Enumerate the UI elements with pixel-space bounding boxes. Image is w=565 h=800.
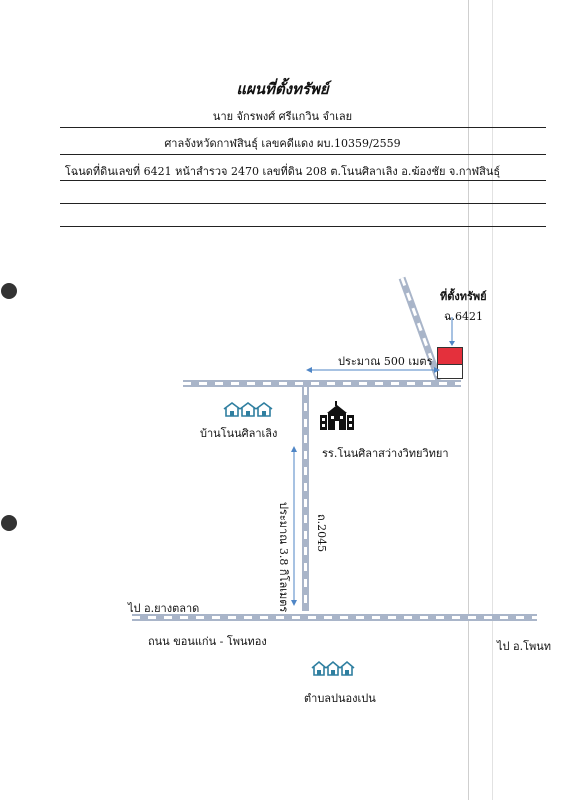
vertical-distance-arrow: [291, 446, 297, 606]
rule-line: [60, 203, 546, 204]
village-label: บ้านโนนศิลาเลิง: [200, 427, 278, 440]
horizontal-distance-label: ประมาณ 500 เมตร: [338, 355, 433, 368]
lane-to-property: [398, 276, 443, 382]
school-label: รร.โนนศิลาสว่างวิทยวิทยา: [322, 447, 449, 460]
vertical-distance-label: ประมาณ 3.8 กิโลเมตร: [277, 502, 290, 613]
subdistrict-houses-icon: [311, 660, 355, 676]
to-phon-thong-label: ไป อ.โพนท: [497, 640, 552, 653]
rule-line: [60, 154, 546, 155]
property-arrow: [449, 317, 455, 346]
rule-line: [60, 226, 546, 227]
main-road: [132, 614, 537, 621]
to-yang-talat-label: ไป อ.ยางตลาด: [128, 602, 200, 615]
main-road-label: ถนน ขอนแก่น - โพนทอง: [148, 635, 267, 648]
rule-line: [60, 127, 546, 128]
rule-line: [60, 180, 546, 181]
punch-hole: [1, 283, 17, 299]
road-2045-label: ถ.2045: [315, 514, 328, 553]
deed-info-line: โฉนดที่ดินเลขที่ 6421 หน้าสำรวจ 2470 เลข…: [64, 165, 501, 178]
owner-line: นาย จักรพงศ์ ศรีแกวิน จำเลย: [212, 110, 353, 123]
punch-hole: [1, 515, 17, 531]
deed-number-label: ฉ.6421: [444, 310, 483, 323]
page-title: แผนที่ตั้งทรัพย์: [236, 80, 329, 98]
page-fold-line: [492, 0, 493, 800]
village-houses-icon: [223, 402, 273, 417]
school-icon: [320, 401, 354, 430]
horizontal-distance-arrow: [306, 367, 440, 373]
upper-road: [183, 380, 461, 387]
court-case-line: ศาลจังหวัดกาฬสินธุ์ เลขคดีแดง ผบ.10359/2…: [164, 137, 401, 150]
property-marker: [437, 347, 463, 365]
property-outline-box: [437, 364, 463, 379]
property-label: ที่ตั้งทรัพย์: [440, 290, 487, 303]
page-fold-line: [468, 0, 469, 800]
subdistrict-label: ตำบลปนองเปน: [304, 692, 376, 705]
road-2045: [302, 387, 309, 611]
